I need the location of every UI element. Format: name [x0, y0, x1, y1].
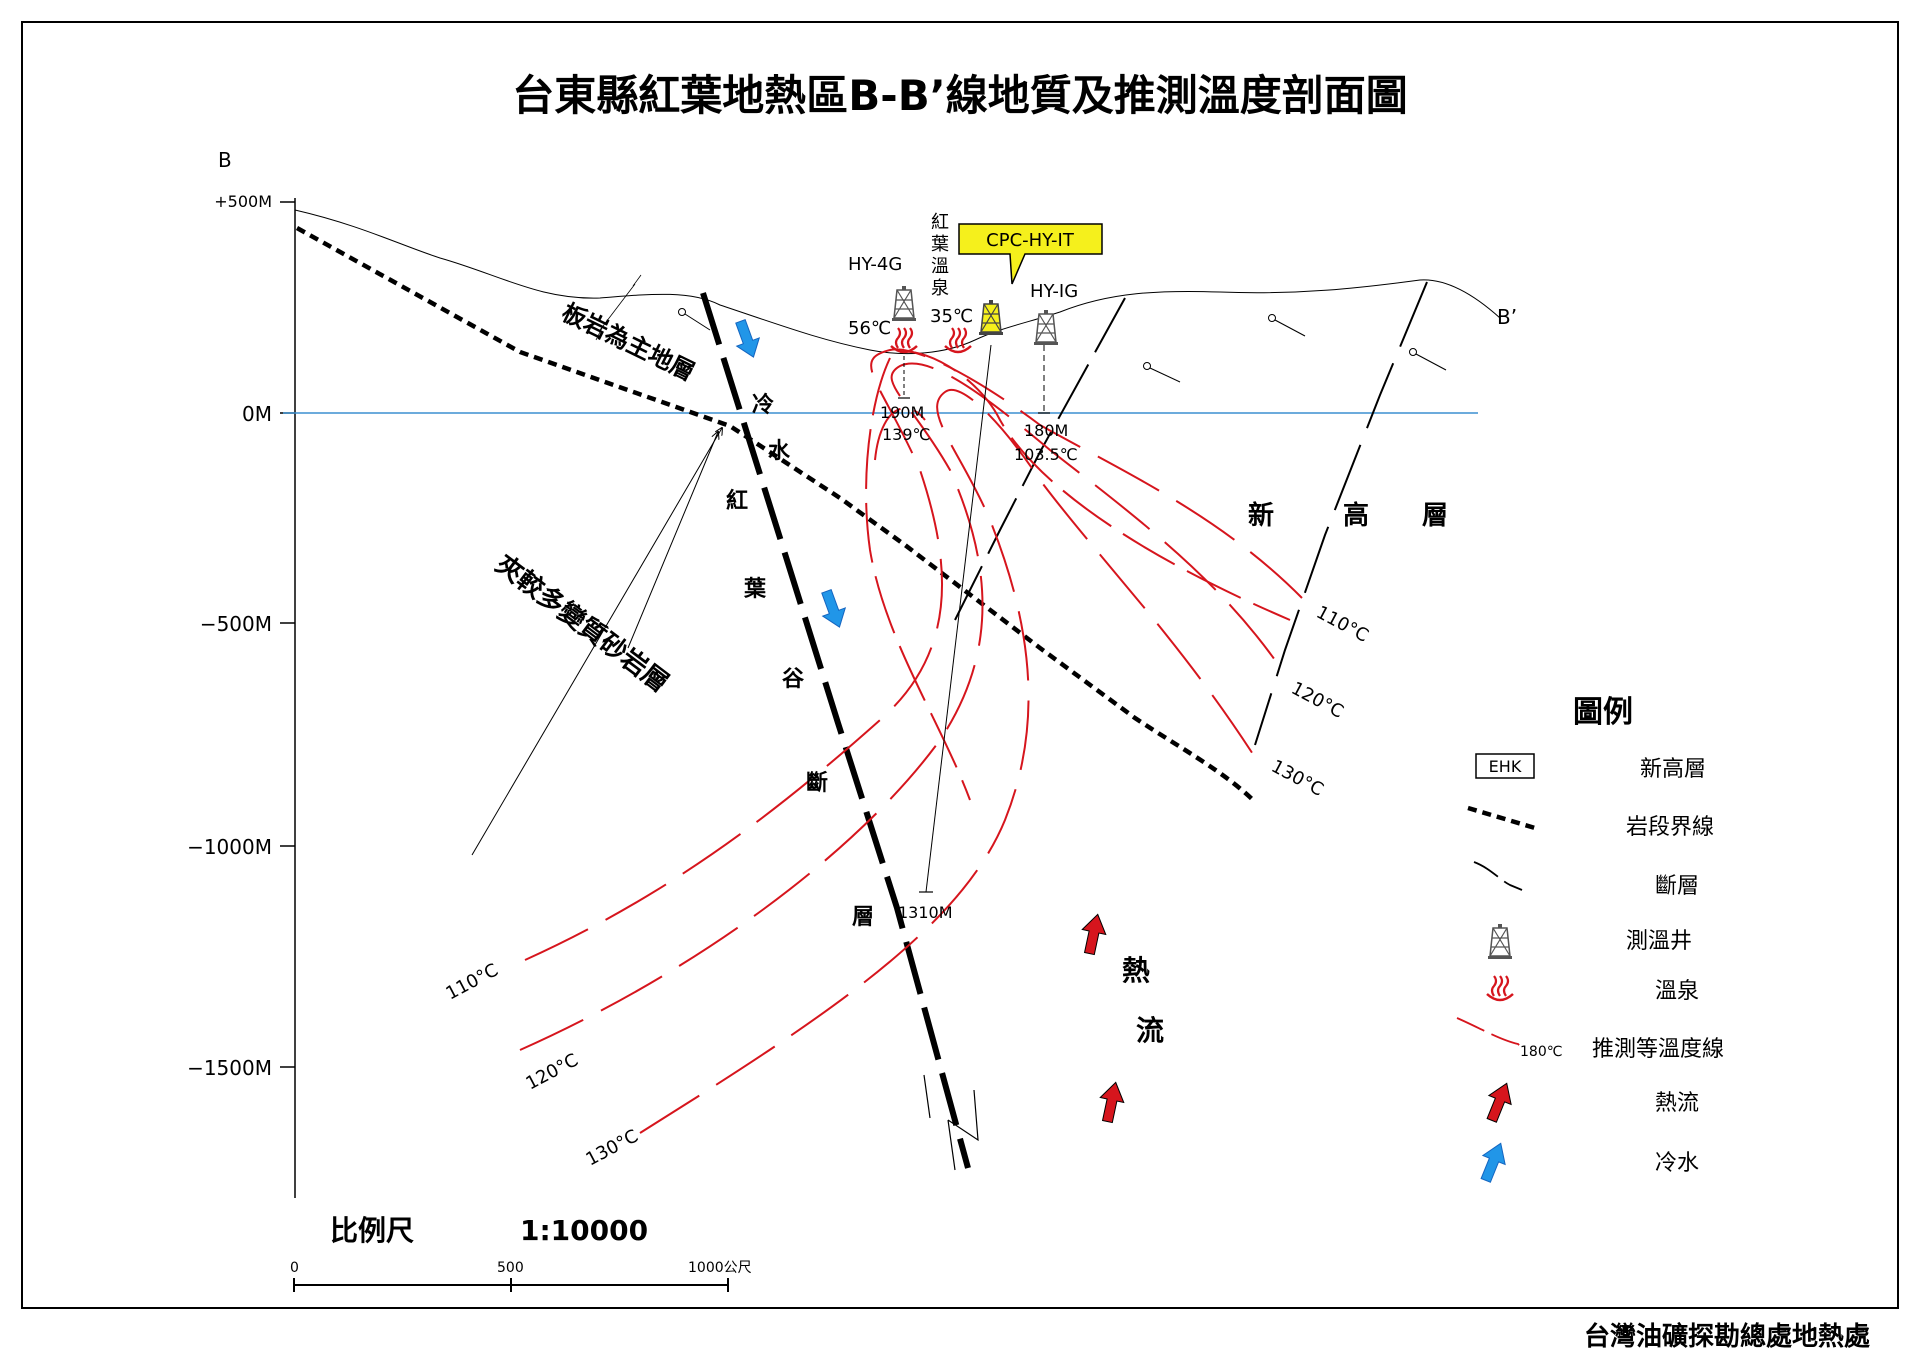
fault-middle — [954, 297, 1126, 621]
legend: 圖例 EHK 新高層 岩段界線 斷層 測溫井 溫泉 180℃ 推測等溫度線 熱流… — [1456, 695, 1724, 1183]
legend-item-spring: 溫泉 — [1655, 979, 1699, 1004]
axis-label-minus1500: −1500M — [187, 1056, 272, 1080]
hy1g-derrick-icon — [1033, 309, 1059, 346]
footer-credit: 台灣油礦探勘總處地熱處 — [1584, 1321, 1870, 1352]
cold-water-arrow-2 — [821, 588, 847, 628]
legend-item-boundary: 岩段界線 — [1626, 815, 1714, 840]
hy4g-depth: 190M — [880, 403, 924, 422]
axis-label-0: 0M — [242, 402, 272, 426]
hy4g-derrick-icon — [891, 285, 917, 322]
legend-spring-icon — [1485, 974, 1515, 1002]
cpc-borehole — [925, 344, 992, 893]
svg-text:熱: 熱 — [1122, 954, 1150, 987]
spring-temp: 35℃ — [930, 306, 973, 327]
sandstone-arrow — [471, 428, 722, 856]
isotherm-label-120-right: 120°C — [1288, 678, 1347, 723]
legend-derrick-icon — [1487, 923, 1513, 960]
svg-text:500: 500 — [497, 1260, 524, 1276]
lithologic-boundary — [295, 226, 1257, 804]
isotherm-label-120-left: 120°C — [522, 1050, 581, 1095]
heat-flow-arrow-2 — [1099, 1081, 1125, 1124]
sandstone-arrow-2 — [627, 432, 718, 649]
isotherm-label-110-left: 110°C — [442, 960, 501, 1005]
spring-icon-hongye — [943, 326, 973, 354]
hy1g-temp: 103.5℃ — [1014, 445, 1078, 464]
cpc-derrick-icon — [978, 299, 1004, 336]
isotherm-label-130-right: 130°C — [1268, 756, 1327, 801]
svg-text:冷: 冷 — [752, 392, 774, 418]
axis-label-minus1000: −1000M — [187, 835, 272, 859]
svg-text:谷: 谷 — [782, 667, 805, 692]
svg-text:紅: 紅 — [931, 212, 949, 233]
ground-surface — [294, 209, 1501, 355]
legend-heat-arrow-icon — [1486, 1082, 1512, 1123]
axis-label-minus500: −500M — [200, 612, 272, 636]
svg-text:新: 新 — [1248, 500, 1274, 531]
spring-icon-hy4g — [889, 326, 919, 354]
legend-item-water: 冷水 — [1655, 1151, 1699, 1176]
svg-text:流: 流 — [1136, 1014, 1164, 1047]
scale-ratio: 1:10000 — [520, 1214, 648, 1247]
slate-thickness-arrow — [599, 283, 636, 331]
cold-water-arrow-1 — [735, 318, 761, 358]
elevation-axis: +500M 0M −500M −1000M −1500M — [187, 192, 296, 1198]
frame — [21, 21, 1899, 1309]
hy4g-temp: 139℃ — [882, 425, 931, 444]
page-title: 台東縣紅葉地熱區B-B’線地質及推測溫度剖面圖 — [512, 71, 1407, 120]
cpc-callout: CPC-HY-IT — [958, 223, 1103, 285]
svg-text:層: 層 — [1422, 501, 1448, 531]
legend-item-fault: 斷層 — [1655, 874, 1699, 899]
svg-text:葉: 葉 — [743, 577, 767, 602]
lengyekou-fault — [700, 292, 971, 1169]
isotherm-label-110-right: 110°C — [1313, 602, 1372, 647]
legend-item-xingao: 新高層 — [1640, 757, 1706, 782]
svg-text:水: 水 — [768, 439, 791, 464]
isotherm-lines — [519, 348, 1303, 1134]
isotherm-loops — [865, 350, 1291, 801]
cpc-label: CPC-HY-IT — [986, 230, 1075, 251]
fault-east — [1254, 281, 1428, 746]
hy1g-depth: 180M — [1024, 421, 1068, 440]
svg-text:0: 0 — [290, 1260, 299, 1276]
svg-text:葉: 葉 — [931, 234, 949, 255]
svg-text:1000公尺: 1000公尺 — [688, 1260, 752, 1276]
svg-text:紅: 紅 — [726, 488, 748, 514]
hy4g-spring-temp: 56℃ — [848, 318, 891, 339]
svg-text:泉: 泉 — [931, 278, 949, 299]
scale-bar: 比例尺 1:10000 0 500 1000公尺 — [290, 1214, 752, 1292]
endpoint-b-prime: B’ — [1497, 305, 1517, 329]
hy4g-label: HY-4G — [848, 254, 902, 275]
heat-flow-arrow-1 — [1081, 913, 1107, 956]
fault-name: 冷 水 紅 葉 谷 斷 層 — [726, 392, 874, 930]
svg-text:溫: 溫 — [931, 256, 949, 277]
spring-name-vertical: 紅 葉 溫 泉 — [931, 212, 949, 299]
xingao-label: 新 高 層 — [1248, 500, 1448, 531]
axis-label-plus500: +500M — [214, 192, 272, 211]
scale-label: 比例尺 — [330, 1214, 414, 1247]
legend-item-heat: 熱流 — [1655, 1091, 1699, 1116]
endpoint-b: B — [218, 148, 232, 172]
svg-text:層: 層 — [852, 905, 874, 930]
heat-flow-label: 熱 流 — [1122, 954, 1164, 1047]
fault-offset-marks — [923, 1074, 979, 1171]
legend-isotherm-sample: 180℃ — [1520, 1044, 1562, 1060]
dip-symbols — [678, 308, 1447, 383]
legend-item-well: 測溫井 — [1626, 929, 1692, 954]
cpc-depth: 1310M — [898, 903, 953, 922]
legend-item-isotherm: 推測等溫度線 — [1592, 1037, 1724, 1062]
svg-text:高: 高 — [1343, 500, 1369, 531]
isotherm-label-130-left: 130°C — [582, 1126, 641, 1171]
hy1g-label: HY-IG — [1030, 281, 1078, 302]
legend-water-arrow-icon — [1480, 1142, 1506, 1183]
legend-title: 圖例 — [1573, 695, 1633, 730]
svg-text:斷: 斷 — [806, 770, 828, 796]
sandstone-label: 夾較多變質砂岩層 — [490, 549, 675, 699]
legend-ehk-box: EHK — [1489, 757, 1522, 776]
